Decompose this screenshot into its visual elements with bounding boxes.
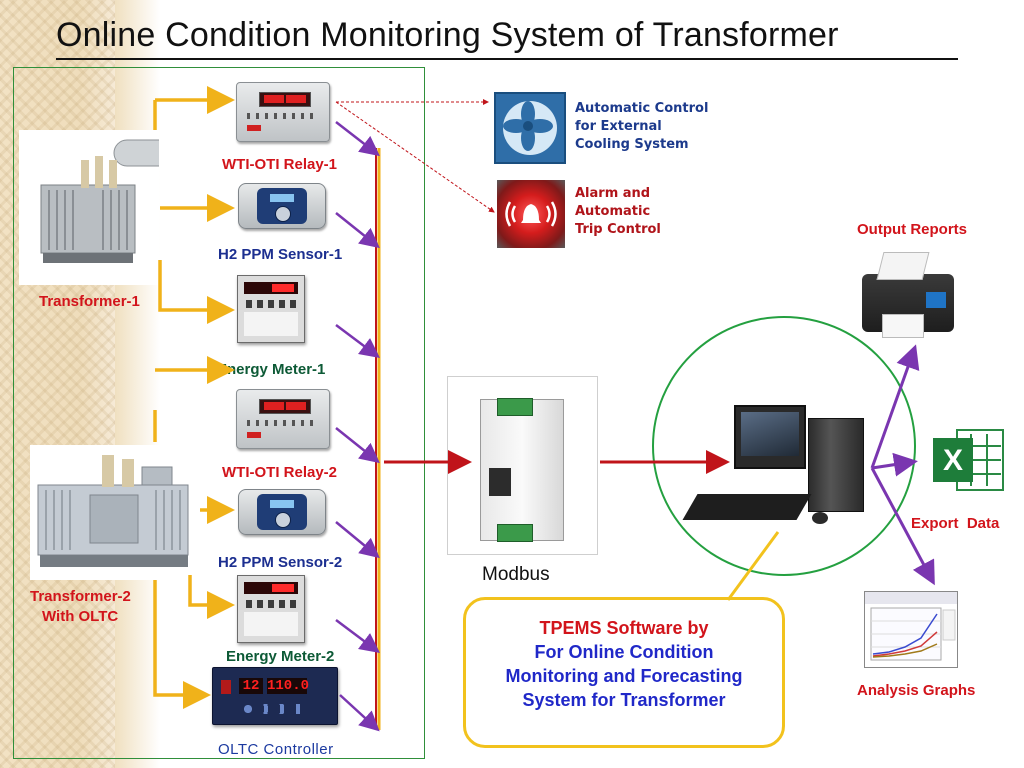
- monitor-icon: [734, 405, 806, 469]
- h2-sensor-1-label: H2 PPM Sensor-1: [218, 246, 343, 263]
- transformer-2-label-line1: Transformer-2: [30, 588, 131, 605]
- export-data-label: Export Data: [911, 515, 1000, 532]
- wti-oti-relay-2-device: [236, 389, 330, 449]
- alarm-bell-icon: [497, 180, 565, 248]
- tpems-line-2: For Online Condition: [534, 642, 714, 662]
- fan-icon: [494, 92, 566, 164]
- h2-ppm-sensor-1-device: [238, 183, 326, 229]
- pc-tower-icon: [808, 418, 864, 512]
- cooling-line-3: Cooling System: [575, 137, 689, 152]
- output-reports-label: Output Reports: [857, 221, 967, 238]
- h2-sensor-2-label: H2 PPM Sensor-2: [218, 554, 343, 571]
- oltc-voltage-display: 110.0: [267, 678, 310, 694]
- excel-icon: X: [931, 424, 1005, 494]
- background-fade: [115, 0, 160, 768]
- cooling-line-1: Automatic Control: [575, 101, 709, 116]
- cooling-line-2: for External: [575, 119, 662, 134]
- background-texture: [0, 0, 115, 768]
- transformer-1-image: [19, 130, 185, 285]
- wti-oti-relay-1-device: [236, 82, 330, 142]
- transformer-1-label: Transformer-1: [39, 293, 140, 310]
- energy-meter-1-label: Energy Meter-1: [217, 361, 326, 378]
- transformer-2-label-line2: With OLTC: [42, 608, 119, 625]
- alarm-control-label: Alarm and Automatic Trip Control: [575, 185, 661, 239]
- computer-circle: [652, 316, 916, 576]
- page-title: Online Condition Monitoring System of Tr…: [56, 16, 839, 54]
- modbus-label: Modbus: [482, 564, 550, 585]
- tpems-line-4: System for Transformer: [522, 690, 726, 710]
- svg-text:X: X: [943, 444, 963, 477]
- alarm-line-1: Alarm and: [575, 186, 651, 201]
- alarm-line-3: Trip Control: [575, 222, 661, 237]
- oltc-tap-display: 12: [239, 678, 263, 694]
- mouse-icon: [812, 512, 828, 524]
- oltc-controller-label: OLTC Controller: [218, 741, 334, 758]
- energy-meter-1-device: [237, 275, 305, 343]
- energy-meter-2-device: [237, 575, 305, 643]
- h2-ppm-sensor-2-device: [238, 489, 326, 535]
- energy-meter-2-label: Energy Meter-2: [226, 648, 335, 665]
- alarm-line-2: Automatic: [575, 204, 651, 219]
- tpems-software-callout: TPEMS Software by For Online Condition M…: [463, 597, 785, 748]
- title-underline: [56, 58, 958, 60]
- analysis-graphs-label: Analysis Graphs: [857, 682, 976, 699]
- tpems-line-3: Monitoring and Forecasting: [505, 666, 743, 686]
- analysis-graph-icon: [864, 591, 958, 668]
- modbus-converter-image: [447, 376, 598, 555]
- oltc-controller-device: 12 110.0: [212, 667, 338, 725]
- transformer-2-image: [30, 445, 200, 580]
- tpems-line-1: TPEMS Software by: [539, 618, 709, 638]
- cooling-control-label: Automatic Control for External Cooling S…: [575, 100, 708, 154]
- devices-panel: [13, 67, 425, 759]
- relay-1-label: WTI-OTI Relay-1: [222, 156, 338, 173]
- printer-icon: [862, 252, 954, 338]
- relay-2-label: WTI-OTI Relay-2: [222, 464, 338, 481]
